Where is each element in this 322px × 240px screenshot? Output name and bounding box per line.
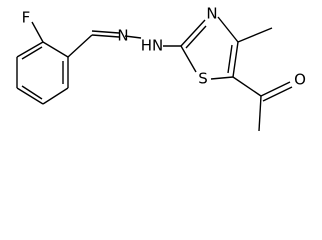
n-nh-bond	[124, 35, 142, 39]
ring-double-bond	[227, 44, 233, 74]
carbonyl-o-atom-label: O	[294, 71, 306, 89]
ring-double-bond	[180, 19, 206, 47]
thiazole-n-atom-label: N	[206, 5, 217, 23]
carbonyl-double-bond	[262, 86, 293, 102]
thiazole-ring	[180, 16, 239, 80]
ch-n-double-bond	[91, 30, 120, 34]
chemical-structure: F N HN N S O	[16, 5, 306, 132]
fluorine-atom-label: F	[22, 9, 31, 27]
acetyl-methyl-bond	[258, 95, 262, 132]
ring-bond	[42, 87, 69, 105]
methyl-bond	[237, 27, 273, 43]
ring-double-bond	[21, 85, 43, 100]
carbonyl-double-bond	[260, 81, 291, 97]
c-f-bond	[31, 21, 44, 43]
ring-bond	[210, 76, 234, 80]
hydrazone-n-atom-label: N	[117, 27, 128, 45]
hydrazone-nh-atom-label: HN	[141, 37, 164, 55]
ch-n-double-bond	[91, 34, 120, 38]
ring-bond	[16, 41, 44, 58]
ring-bond	[217, 16, 239, 43]
ring-double-bond	[232, 41, 239, 78]
ring-double-bond	[185, 25, 207, 49]
fluorophenyl-ring	[16, 41, 69, 105]
thiazole-s-atom-label: S	[198, 70, 208, 88]
acetyl-bond	[232, 76, 262, 97]
ring-bond	[16, 87, 44, 105]
ring-double-bond	[21, 46, 43, 60]
ring-bond	[180, 45, 197, 73]
ring-ch-bond	[67, 34, 93, 58]
ring-bond	[42, 41, 69, 58]
